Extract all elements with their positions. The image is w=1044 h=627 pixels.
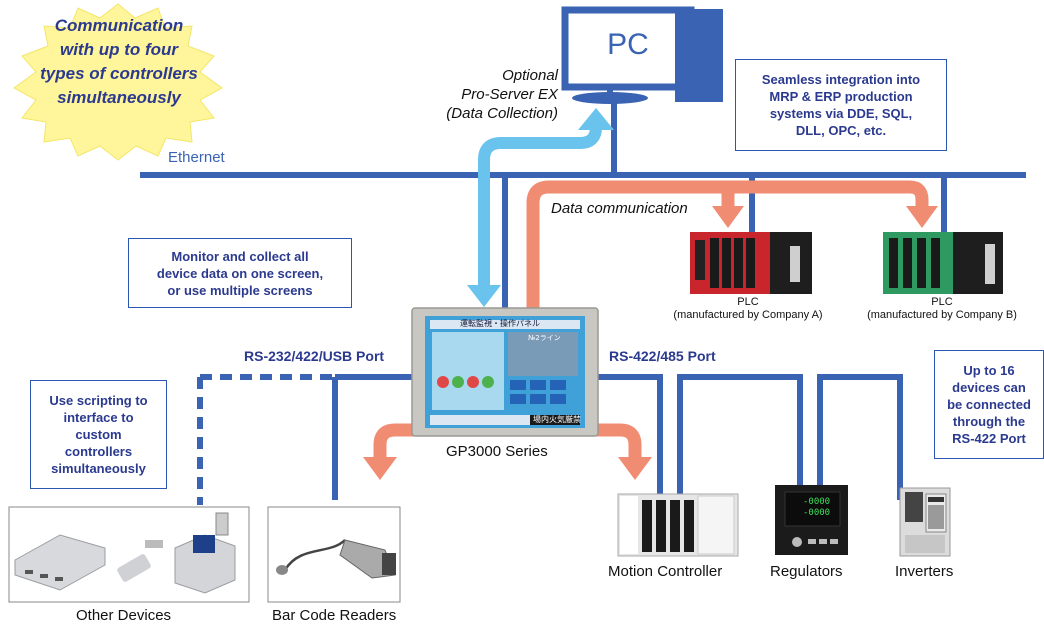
pc-base — [572, 92, 648, 104]
pc-monitor — [561, 6, 695, 91]
gp3000-hmi — [411, 307, 599, 437]
hmi-footer-text: 場内火気厳禁 — [533, 415, 581, 424]
rs232-port-label: RS-232/422/USB Port — [244, 348, 385, 364]
regulator-unit — [775, 485, 848, 555]
up16-line: devices can — [952, 380, 1026, 395]
plc-a-arrowhead — [712, 206, 744, 228]
up16-line: RS-422 Port — [952, 431, 1026, 446]
monitor-line: Monitor and collect all — [171, 248, 309, 264]
other-devices-label: Other Devices — [76, 607, 172, 624]
optional-line: Pro-Server EX — [461, 86, 558, 103]
pc-arrowhead — [578, 108, 614, 130]
integration-line: MRP & ERP production — [769, 89, 913, 104]
plc-a-unit — [690, 232, 812, 294]
gp-down-arrows — [373, 423, 642, 460]
badge-line: Communication — [54, 16, 184, 35]
pc-link-arrow — [478, 121, 602, 290]
regulators-label: Regulators — [770, 563, 843, 580]
optional-pro-server-label: Optional Pro-Server EX (Data Collection) — [410, 66, 558, 123]
optional-line: (Data Collection) — [446, 105, 558, 122]
regulator-readout-line: -0000 — [803, 497, 831, 507]
integration-line: systems via DDE, SQL, — [769, 106, 913, 121]
motion-controller-unit — [617, 493, 739, 557]
plc-b-maker: (manufactured by Company B) — [867, 309, 1017, 321]
usb-stick — [117, 554, 151, 582]
plc-b-label: PLC (manufactured by Company B) — [842, 296, 1042, 322]
scripting-callout: Use scripting to interface to custom con… — [30, 380, 167, 489]
hub-device — [14, 534, 106, 591]
badge-line: simultaneously — [57, 88, 181, 107]
badge-line: with up to four — [59, 40, 179, 59]
hmi-sub-text: №2ライン — [528, 334, 561, 342]
up16-line: be connected — [947, 397, 1031, 412]
plc-b-arrowhead — [906, 206, 938, 228]
integration-line: DLL, OPC, etc. — [795, 123, 887, 138]
scripting-line: interface to — [63, 410, 134, 425]
ethernet-label: Ethernet — [168, 149, 225, 166]
scripting-line: custom — [75, 427, 122, 442]
plc-a-label: PLC (manufactured by Company A) — [648, 296, 848, 322]
monitor-line: or use multiple screens — [167, 282, 313, 298]
data-communication-label: Data communication — [548, 200, 691, 217]
regulator-readout-line: -0000 — [803, 508, 831, 518]
optional-line: Optional — [502, 67, 558, 84]
integration-callout: Seamless integration into MRP & ERP prod… — [735, 59, 947, 151]
scripting-line: controllers — [64, 444, 133, 459]
plc-b-title: PLC — [931, 296, 953, 308]
badge-text: Communication with up to four types of c… — [20, 14, 218, 110]
gp3000-label: GP3000 Series — [446, 443, 548, 460]
up-to-16-callout: Up to 16 devices can be connected throug… — [934, 350, 1044, 459]
rs422-port-label: RS-422/485 Port — [609, 348, 716, 364]
right-serial-bus — [598, 374, 903, 500]
barcode-scanner — [339, 539, 396, 579]
scripting-line: Use scripting to — [49, 393, 148, 408]
plc-a-maker: (manufactured by Company A) — [673, 309, 823, 321]
hmi-header-text: 運転監視・操作パネル — [460, 319, 540, 328]
inverter-unit — [899, 487, 951, 557]
regulator-readout: -0000 -0000 — [803, 497, 830, 519]
integration-line: Seamless integration into — [761, 72, 921, 87]
up16-line: through the — [952, 414, 1026, 429]
scripting-line: simultaneously — [51, 461, 146, 476]
starburst-badge — [13, 3, 223, 161]
monitor-callout: Monitor and collect all device data on o… — [128, 238, 352, 308]
gp-arrowhead-blue — [467, 285, 501, 307]
pc-tower — [675, 9, 723, 102]
up16-line: Up to 16 — [963, 363, 1015, 378]
barcode-reader-box — [267, 506, 401, 603]
monitor-line: device data on one screen, — [156, 265, 324, 281]
plc-a-title: PLC — [737, 296, 759, 308]
pc-label: PC — [607, 28, 649, 61]
badge-line: types of controllers — [40, 64, 198, 83]
other-devices-box — [8, 506, 250, 603]
pc-computer — [561, 6, 723, 175]
motion-controller-label: Motion Controller — [608, 563, 723, 580]
barcode-readers-label: Bar Code Readers — [272, 607, 397, 624]
inverters-label: Inverters — [895, 563, 954, 580]
left-serial-bus — [332, 374, 412, 500]
plc-b-unit — [883, 232, 1003, 294]
